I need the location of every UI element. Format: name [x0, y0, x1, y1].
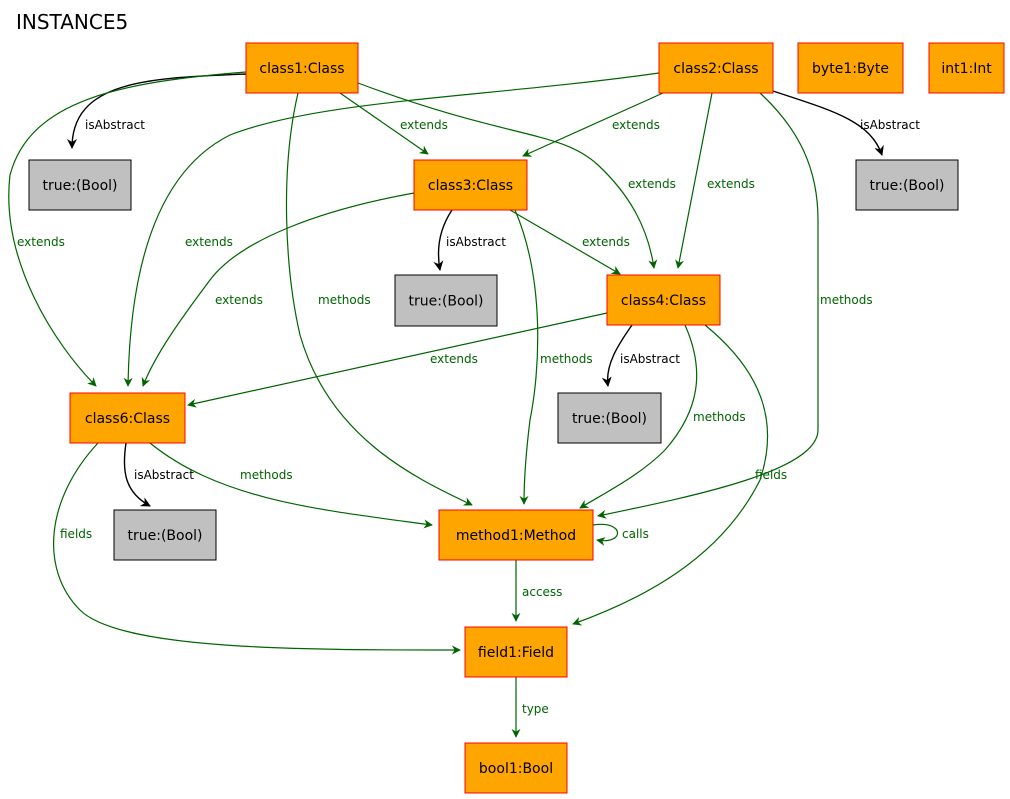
node-box [28, 159, 132, 211]
edge-class2-extends-class4 [675, 92, 713, 269]
edge-class1-extends-class6 [8, 71, 247, 387]
node-label: class2:Class [673, 61, 758, 77]
node-true_c4: true:(Bool) [557, 392, 662, 444]
node-box [557, 392, 662, 444]
edge-class1-extends-class4 [357, 82, 658, 269]
node-label: true:(Bool) [128, 528, 203, 544]
edge-class3-methods-method1 [514, 209, 539, 505]
node-box [658, 42, 774, 94]
edge-class2-extends-class6 [123, 72, 660, 387]
node-true_c2: true:(Bool) [855, 159, 959, 211]
diagram-title: INSTANCE5 [16, 10, 129, 34]
node-box [855, 159, 959, 211]
node-class6: class6:Class [69, 392, 186, 444]
edge-label-extends: extends [17, 235, 65, 249]
node-box [394, 274, 498, 327]
node-label: class4:Class [621, 293, 706, 309]
edge-label-extends: extends [628, 177, 676, 191]
edge-label-extends: extends [582, 235, 630, 249]
edge-class6-isabstract-true_c6 [123, 442, 151, 507]
edge-class4-extends-class6 [187, 312, 608, 408]
edge-label-fields: fields [755, 468, 787, 482]
node-label: method1:Method [456, 528, 576, 544]
node-box [245, 42, 359, 94]
edge-label-access: access [522, 585, 562, 599]
node-label: class6:Class [85, 411, 170, 427]
node-class4: class4:Class [606, 274, 721, 326]
node-label: class3:Class [428, 178, 513, 194]
edge-class4-fields-field1 [572, 324, 769, 626]
edge-label-extends: extends [215, 293, 263, 307]
edge-class2-extends-class3 [522, 92, 664, 157]
edge-label-calls: calls [622, 527, 649, 541]
edge-label-methods: methods [820, 293, 873, 307]
edge-label-isabstract: isAbstract [620, 352, 680, 366]
edge-class2-isabstract-true_c2 [772, 90, 884, 156]
edge-class2-methods-method1 [597, 92, 819, 519]
edge-method1-calls-method1 [592, 523, 619, 546]
node-label: true:(Bool) [572, 411, 647, 427]
edge-label-methods: methods [240, 468, 293, 482]
node-true_c3: true:(Bool) [394, 274, 498, 327]
edge-label-methods: methods [693, 410, 746, 424]
edge-class1-methods-method1 [285, 92, 473, 506]
edge-label-methods: methods [540, 352, 593, 366]
node-label: true:(Bool) [43, 178, 118, 194]
node-byte1: byte1:Byte [797, 42, 904, 94]
node-box [797, 42, 904, 94]
edge-class3-extends-class6 [141, 192, 415, 387]
edge-class3-isabstract-true_c3 [433, 209, 453, 271]
edge-label-extends: extends [400, 118, 448, 132]
node-box [69, 392, 186, 444]
edge-label-extends: extends [707, 177, 755, 191]
node-label: int1:Int [941, 61, 992, 77]
node-label: field1:Field [478, 645, 554, 661]
node-class3: class3:Class [413, 159, 528, 211]
edge-label-extends: extends [185, 235, 233, 249]
node-label: true:(Bool) [870, 178, 945, 194]
edge-class3-extends-class4 [509, 209, 621, 275]
node-true_c6: true:(Bool) [113, 509, 217, 561]
edge-class6-methods-method1 [149, 442, 433, 529]
node-class2: class2:Class [658, 42, 774, 94]
edge-class4-isabstract-true_c4 [601, 324, 633, 387]
edge-label-extends: extends [430, 352, 478, 366]
node-label: bool1:Bool [479, 761, 553, 777]
edge-class4-methods-method1 [579, 324, 698, 509]
node-box [606, 274, 721, 326]
edge-class6-fields-field1 [53, 442, 461, 655]
node-box [413, 159, 528, 211]
edge-label-fields: fields [60, 527, 92, 541]
edge-label-isabstract: isAbstract [85, 118, 145, 132]
edge-label-isabstract: isAbstract [446, 235, 506, 249]
edge-class1-extends-class3 [339, 92, 429, 155]
node-bool1: bool1:Bool [464, 742, 568, 794]
edge-label-extends: extends [612, 118, 660, 132]
node-label: byte1:Byte [812, 61, 889, 77]
edge-label-type: type [522, 702, 549, 716]
node-box [113, 509, 217, 561]
node-int1: int1:Int [928, 42, 1005, 94]
node-label: true:(Bool) [409, 294, 484, 310]
node-class1: class1:Class [245, 42, 359, 94]
edge-label-methods: methods [318, 293, 371, 307]
node-box [928, 42, 1005, 94]
node-label: class1:Class [259, 61, 344, 77]
node-true_c1: true:(Bool) [28, 159, 132, 211]
edge-class1-isabstract-true_c1 [67, 73, 247, 149]
node-box [464, 742, 568, 794]
node-box [438, 509, 594, 561]
edge-label-isabstract: isAbstract [134, 468, 194, 482]
node-method1: method1:Method [438, 509, 594, 561]
node-field1: field1:Field [464, 626, 568, 678]
edge-label-isabstract: isAbstract [860, 118, 920, 132]
node-box [464, 626, 568, 678]
